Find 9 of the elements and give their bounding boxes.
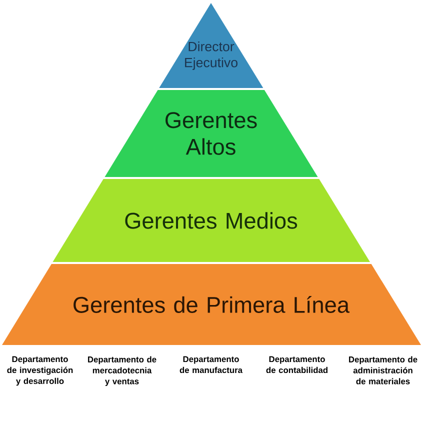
pyramid-level: Gerentes Altos bbox=[104, 90, 318, 177]
department-label: Departamento de manufactura bbox=[180, 356, 243, 374]
pyramid-level: Director Ejecutivo bbox=[159, 3, 264, 88]
pyramid-level: Gerentes Medios bbox=[52, 179, 370, 262]
department-label: Departamento de contabilidad bbox=[266, 356, 328, 374]
department-label: Departamento de mercadotecnia y ventas bbox=[88, 356, 156, 386]
pyramid-level: Gerentes de Primera Línea bbox=[2, 264, 421, 345]
department-label: Departamento de investigación y desarrollo bbox=[7, 356, 73, 386]
department-label: Departamento de administración de materiales bbox=[349, 356, 418, 384]
